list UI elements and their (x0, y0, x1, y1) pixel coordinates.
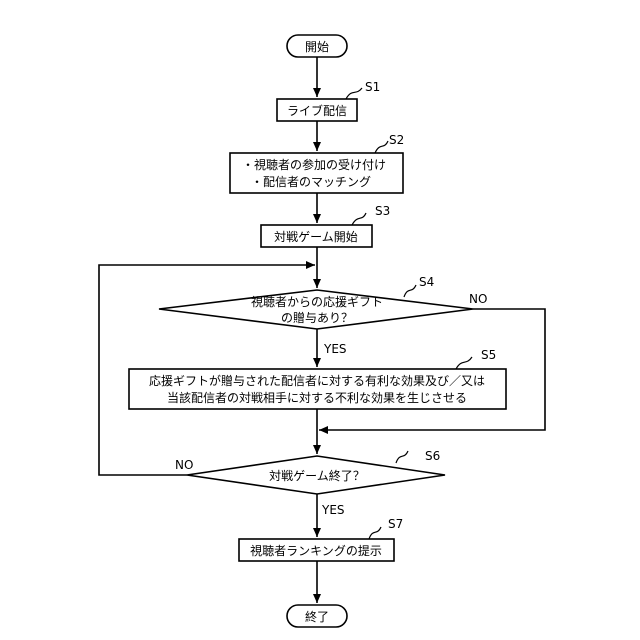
s1-leader (346, 88, 362, 99)
end-label: 終了 (305, 609, 329, 624)
s4-leader (404, 285, 416, 297)
decision-s6: 対戦ゲーム終了？ (187, 456, 445, 494)
s7-step-label: S7 (388, 517, 403, 531)
s7-leader (369, 527, 381, 539)
s4-no-label: NO (469, 292, 487, 306)
s6-step-label: S6 (425, 449, 440, 463)
start-terminal: 開始 (287, 35, 347, 57)
start-label: 開始 (305, 40, 329, 54)
s4-step-label: S4 (419, 275, 434, 289)
s2-box-text-line2: ・配信者のマッチング (251, 175, 371, 189)
s5-box-text-line2: 当該配信者の対戦相手に対する不利な効果を生じさせる (167, 390, 467, 405)
s2-box-text-line1: ・視聴者の参加の受け付け (242, 157, 386, 172)
s3-step-label: S3 (375, 204, 390, 218)
s3-leader (352, 213, 366, 225)
step-s7: 視聴者ランキングの提示 (239, 539, 394, 561)
end-terminal: 終了 (287, 605, 347, 627)
s2-step-label: S2 (389, 133, 404, 147)
decision-s4: 視聴者からの応援ギフト の贈与あり？ (159, 290, 473, 329)
s6-decision-text: 対戦ゲーム終了？ (269, 468, 365, 483)
step-s2: ・視聴者の参加の受け付け ・配信者のマッチング (230, 153, 403, 193)
s6-yes-label: YES (321, 503, 345, 517)
s6-leader (396, 451, 408, 463)
step-s3: 対戦ゲーム開始 (261, 225, 372, 247)
s5-box-text-line1: 応援ギフトが贈与された配信者に対する有利な効果及び／又は (149, 373, 485, 388)
s7-box-text: 視聴者ランキングの提示 (250, 543, 382, 558)
s1-box-text: ライブ配信 (287, 103, 347, 118)
s4-decision-text-line1: 視聴者からの応援ギフト (251, 294, 383, 309)
s1-step-label: S1 (365, 80, 380, 94)
s2-leader (375, 141, 388, 153)
s6-no-label: NO (175, 458, 193, 472)
step-s5: 応援ギフトが贈与された配信者に対する有利な効果及び／又は 当該配信者の対戦相手に… (129, 369, 506, 409)
s4-decision-text-line2: の贈与あり？ (281, 310, 353, 325)
s5-step-label: S5 (481, 348, 496, 362)
s3-box-text: 対戦ゲーム開始 (274, 230, 358, 244)
step-s1: ライブ配信 (277, 99, 357, 121)
s5-leader (456, 357, 472, 369)
s4-yes-label: YES (323, 342, 347, 356)
